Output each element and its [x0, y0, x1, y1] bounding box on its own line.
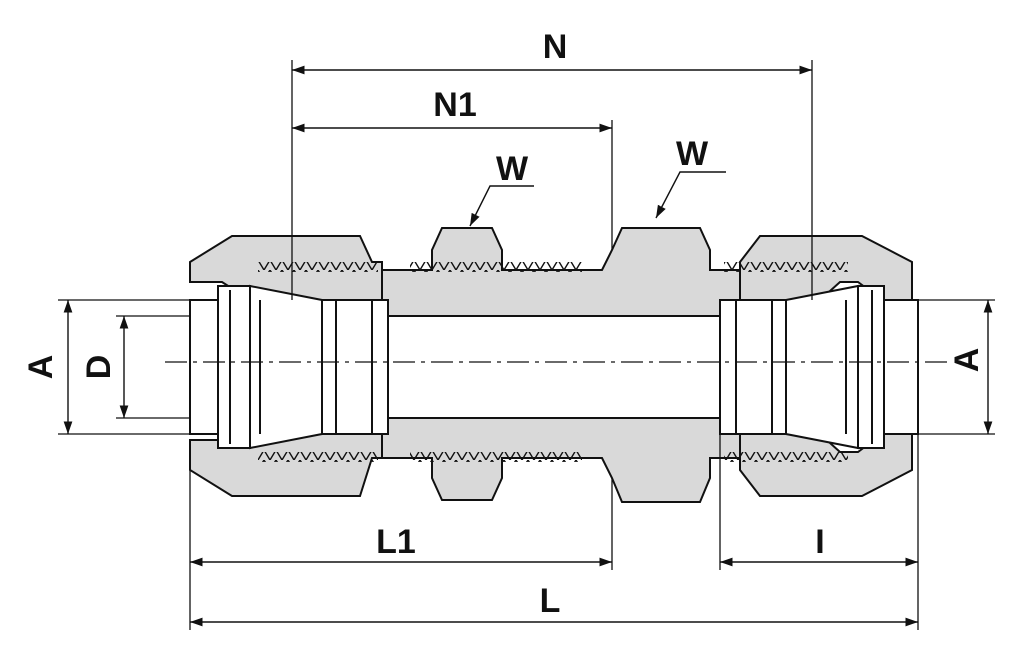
right-tube [719, 284, 919, 450]
extension-lines [58, 60, 995, 630]
label-L1: L1 [376, 523, 416, 561]
label-D: D [80, 355, 118, 380]
label-I: I [815, 523, 824, 561]
label-N1: N1 [433, 86, 476, 124]
threads [258, 262, 848, 462]
w-left-leader [469, 185, 534, 227]
bore [387, 315, 721, 419]
w-right-leader [655, 171, 726, 219]
label-L: L [540, 582, 561, 620]
label-A-right: A [948, 348, 986, 373]
label-W-left: W [496, 150, 529, 188]
left-tube [189, 284, 389, 450]
right-nut-bottom [739, 433, 913, 497]
label-N: N [543, 28, 568, 66]
dimension-lines [63, 65, 993, 627]
label-W-right: W [676, 135, 709, 173]
label-A-left: A [22, 355, 60, 380]
